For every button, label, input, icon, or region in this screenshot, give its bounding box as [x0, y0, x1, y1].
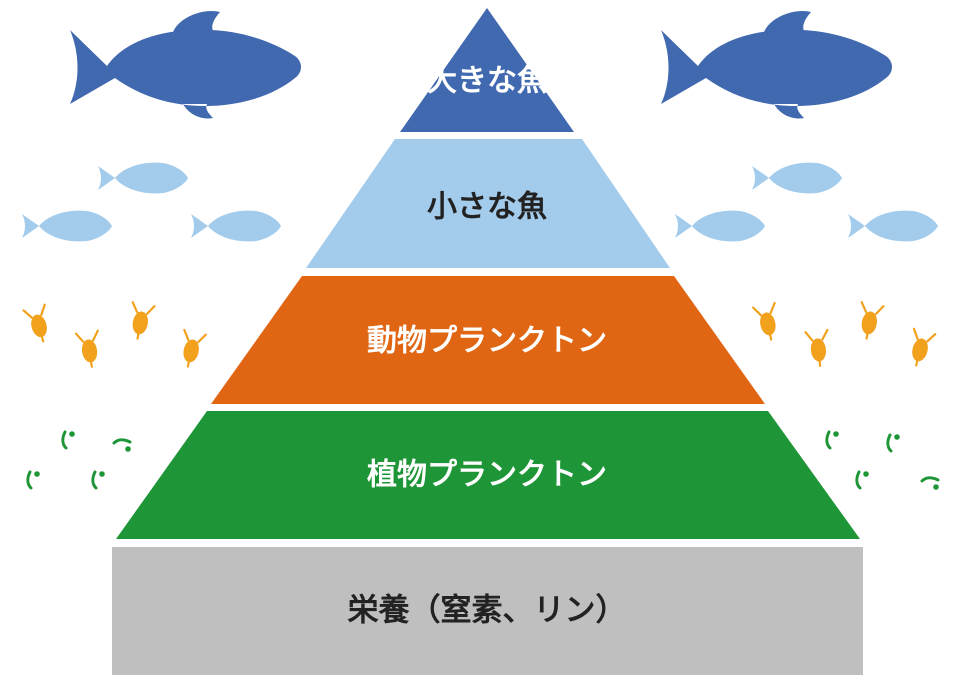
fish-icon: [22, 210, 112, 242]
tier-large-fish-label: 大きな魚: [427, 64, 547, 99]
algae-icon: [855, 470, 870, 490]
algae-icon: [886, 433, 901, 453]
tier-phytoplankton-label: 植物プランクトン: [367, 458, 607, 493]
algae-icon: [112, 438, 132, 453]
tier-nutrients: [112, 547, 863, 675]
fish-icon: [70, 10, 301, 119]
fish-icon: [98, 162, 188, 194]
copepod-icon: [175, 328, 207, 370]
algae-icon: [26, 470, 41, 490]
fish-icon: [675, 210, 765, 242]
pyramid: [112, 8, 863, 675]
tier-nutrients-label: 栄養（窒素、リン）: [348, 593, 627, 629]
tier-zooplankton-label: 動物プランクトン: [367, 324, 607, 359]
copepod-icon: [904, 327, 937, 370]
tier-small-fish: [306, 139, 670, 268]
copepod-icon: [74, 329, 104, 370]
fish-icon: [848, 210, 938, 242]
algae-icon: [61, 430, 76, 450]
copepod-icon: [854, 301, 885, 342]
algae-icon: [920, 476, 940, 491]
copepod-icon: [804, 328, 833, 369]
tier-phytoplankton: [116, 411, 860, 539]
tier-zooplankton: [211, 276, 765, 404]
pyramid-labels: 大きな魚 小さな魚 動物プランクトン 植物プランクトン 栄養（窒素、リン）: [348, 64, 627, 629]
tier-large-fish: [400, 8, 574, 132]
copepod-icon: [22, 303, 55, 346]
fish-icon: [661, 10, 892, 119]
algae-icon: [825, 430, 840, 450]
tier-small-fish-label: 小さな魚: [427, 190, 547, 225]
fish-icon: [191, 210, 281, 242]
algae-icon: [91, 470, 106, 490]
fish-icon: [752, 162, 842, 194]
copepod-icon: [752, 301, 784, 343]
copepod-icon: [125, 301, 156, 342]
